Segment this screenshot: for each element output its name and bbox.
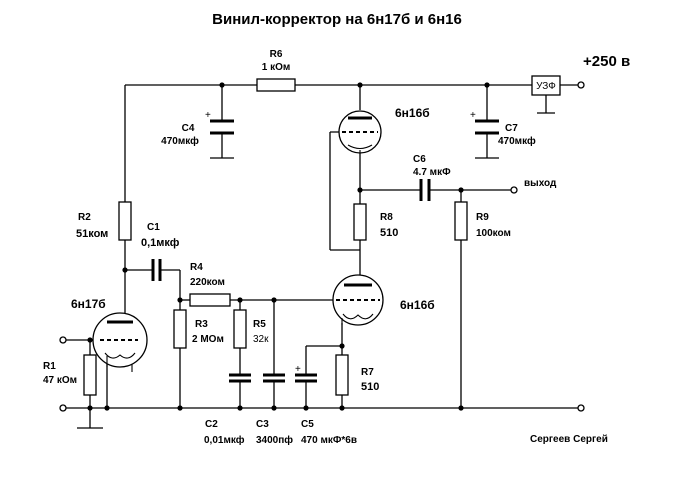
c6-ref: C6 xyxy=(413,154,426,165)
c7-value: 470мкф xyxy=(498,135,536,147)
supply-label: +250 в xyxy=(583,53,630,70)
tube-v1 xyxy=(92,312,148,368)
c6-value: 4.7 мкФ xyxy=(413,167,451,178)
r7-ref: R7 xyxy=(361,367,374,378)
page-title: Винил-корректор на 6н17б и 6н16 xyxy=(212,11,462,28)
r3-ref: R3 xyxy=(195,319,208,330)
r1-ref: R1 xyxy=(43,361,56,372)
polarity-mark-c4: + xyxy=(205,110,211,121)
r9-ref: R9 xyxy=(476,212,489,223)
tube-v2 xyxy=(338,110,382,154)
r9-value: 100ком xyxy=(476,228,511,239)
capacitor-c2 xyxy=(229,373,251,383)
r8-ref: R8 xyxy=(380,212,393,223)
r8-value: 510 xyxy=(380,227,398,239)
c3-ref: C3 xyxy=(256,419,269,430)
r6-value: 1 кОм xyxy=(262,62,291,73)
junction-dots xyxy=(87,82,490,411)
resistor-r7 xyxy=(335,354,349,396)
capacitor-c4 xyxy=(210,119,234,135)
c2-value: 0,01мкф xyxy=(204,434,245,446)
tube-v3 xyxy=(332,274,384,326)
resistor-r2 xyxy=(118,201,132,241)
capacitor-c6 xyxy=(419,179,431,201)
r4-value: 220ком xyxy=(190,277,225,288)
r5-value: 32к xyxy=(253,334,269,345)
resistor-r9 xyxy=(454,201,468,241)
c1-ref: C1 xyxy=(147,222,160,233)
capacitor-c5 xyxy=(295,373,317,383)
r1-value: 47 кОм xyxy=(43,375,77,386)
resistor-r6 xyxy=(256,78,296,92)
supply-terminal xyxy=(577,81,585,89)
capacitor-c7 xyxy=(475,119,499,135)
r5-ref: R5 xyxy=(253,319,266,330)
capacitor-c3 xyxy=(263,373,285,383)
resistor-r3 xyxy=(173,309,187,349)
input-terminal xyxy=(59,336,67,344)
v1-label: 6н17б xyxy=(71,297,106,311)
wiring xyxy=(65,84,579,429)
c4-value: 470мкф xyxy=(161,135,199,147)
author-label: Сергеев Сергей xyxy=(530,434,608,445)
output-terminal xyxy=(510,186,518,194)
c5-ref: C5 xyxy=(301,419,314,430)
capacitor-c1 xyxy=(151,259,162,281)
v2-label: 6н16б xyxy=(395,106,430,120)
c1-value: 0,1мкф xyxy=(141,237,180,249)
regulator-label: УЗФ xyxy=(536,81,556,92)
r2-value: 51ком xyxy=(76,228,108,240)
r2-ref: R2 xyxy=(78,212,91,223)
input-ground-terminal xyxy=(59,404,67,412)
resistor-r4 xyxy=(189,293,231,307)
polarity-mark-c7: + xyxy=(470,110,476,121)
r6-ref: R6 xyxy=(270,49,283,60)
c4-ref: C4 xyxy=(182,123,195,134)
v3-label: 6н16б xyxy=(400,298,435,312)
resistor-r8 xyxy=(353,203,367,241)
c3-value: 3400пф xyxy=(256,434,293,446)
c2-ref: C2 xyxy=(205,419,218,430)
c7-ref: C7 xyxy=(505,123,518,134)
regulator-box xyxy=(531,75,561,96)
output-label: выход xyxy=(524,178,557,189)
polarity-mark-c5: + xyxy=(295,364,301,375)
c5-value: 470 мкФ*6в xyxy=(301,435,357,446)
resistor-r5 xyxy=(233,309,247,349)
resistor-r1 xyxy=(83,354,97,396)
r3-value: 2 МОм xyxy=(192,334,224,345)
r4-ref: R4 xyxy=(190,262,203,273)
terminals xyxy=(59,81,585,412)
ground-terminal xyxy=(577,404,585,412)
r7-value: 510 xyxy=(361,381,379,393)
